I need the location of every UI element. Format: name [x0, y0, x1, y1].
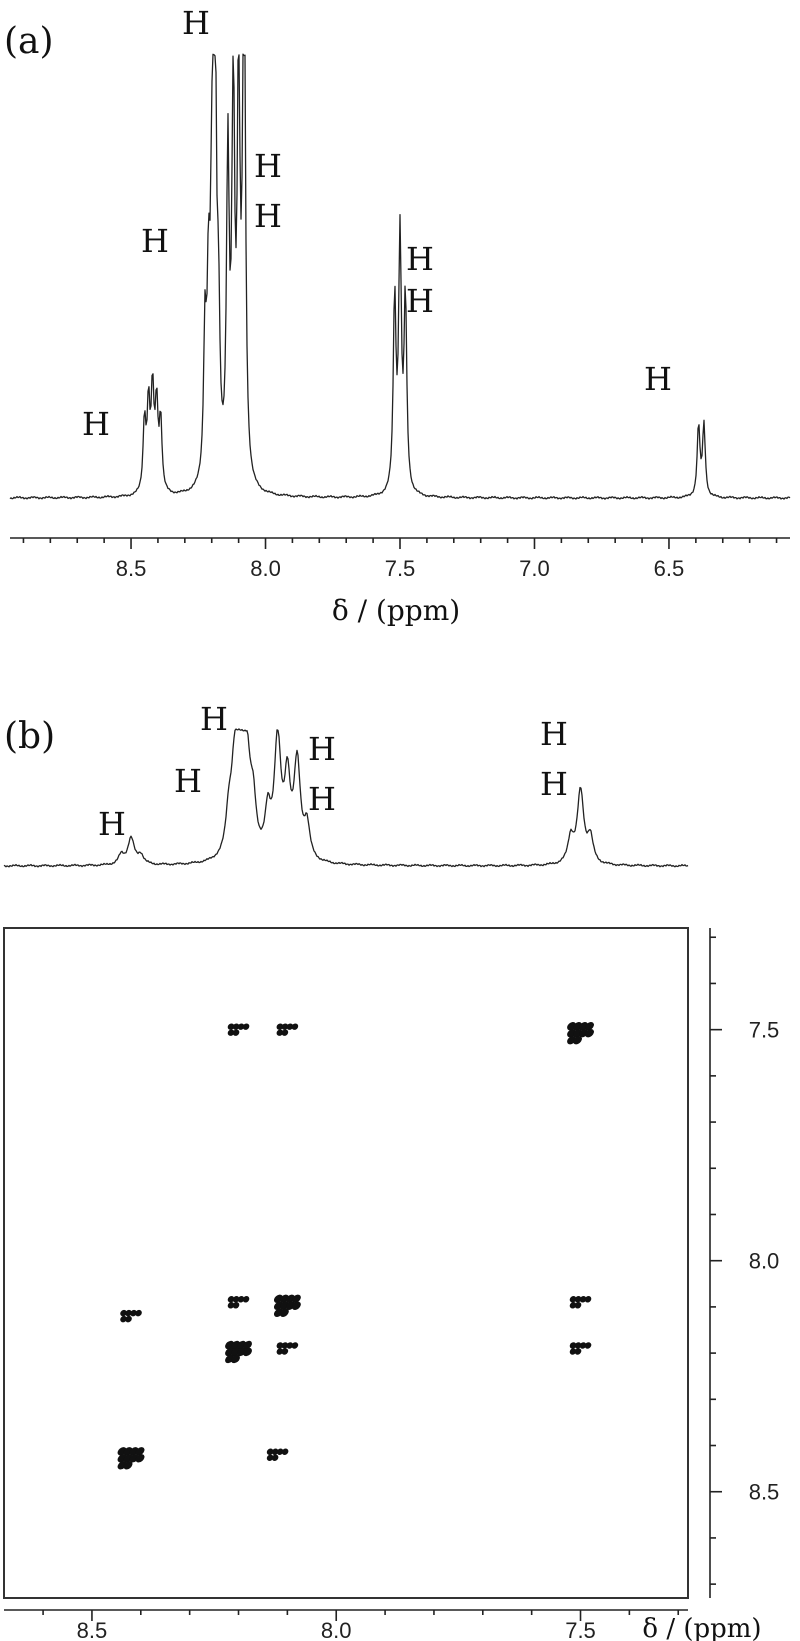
cross-peak [276, 1342, 299, 1355]
y-tick-label: 8.0 [749, 1249, 780, 1274]
panel-b-label: (b) [4, 716, 55, 757]
spectrum-a-line [9, 53, 791, 500]
peak-label: H [644, 360, 672, 398]
peak-label: H [254, 147, 282, 185]
x-tick-label: 7.0 [519, 556, 550, 581]
x-ticks-a: 8.5 8.0 7.5 7.0 6.5 [22, 538, 778, 581]
x-axis-title-a: δ / (ppm) [332, 594, 460, 627]
peak-label: H [182, 4, 210, 42]
cross-peak [567, 1021, 594, 1045]
peak-label: H [254, 197, 282, 235]
cross-peak [225, 1340, 252, 1364]
y-tick-label: 7.5 [749, 1018, 780, 1043]
cross-peak [227, 1296, 250, 1309]
projection-peak-label: H [174, 762, 202, 800]
projection-peak-label: H [540, 765, 568, 803]
cross-peak [569, 1296, 592, 1309]
cross-peaks [117, 1021, 594, 1470]
cross-peak [276, 1023, 299, 1036]
projection-peak-label: H [308, 780, 336, 818]
projection-b-line [3, 728, 689, 868]
x-tick-label: 8.0 [250, 556, 281, 581]
projection-peak-label: H [200, 700, 228, 738]
peak-label: H [406, 240, 434, 278]
projection-peak-label: H [308, 730, 336, 768]
cross-peak [117, 1447, 145, 1470]
x-tick-label: 8.5 [116, 556, 147, 581]
x-ticks-b: 8.5 8.0 7.5 [42, 1610, 680, 1641]
cross-peak [569, 1342, 592, 1355]
projection-peak-label: H [540, 715, 568, 753]
y-tick-label: 8.5 [749, 1480, 780, 1505]
y-ticks-b: 7.5 8.0 8.5 [710, 936, 780, 1585]
peak-label: H [406, 282, 434, 320]
panel-a-label: (a) [4, 21, 54, 62]
cosy-plot-frame [3, 927, 689, 1599]
cross-peak [120, 1309, 142, 1323]
x-tick-label: 7.5 [385, 556, 416, 581]
projection-peak-label: H [98, 805, 126, 843]
x-tick-label: 8.0 [321, 1618, 352, 1641]
cross-peak [273, 1294, 301, 1317]
peak-label: H [141, 222, 169, 260]
cross-peak [227, 1023, 250, 1036]
x-tick-label: 8.5 [77, 1618, 108, 1641]
x-tick-label: 7.5 [565, 1618, 596, 1641]
x-axis-title-b: δ / (ppm) [642, 1614, 761, 1641]
x-tick-label: 6.5 [654, 556, 685, 581]
peak-label: H [82, 405, 110, 443]
cross-peak [266, 1448, 289, 1461]
